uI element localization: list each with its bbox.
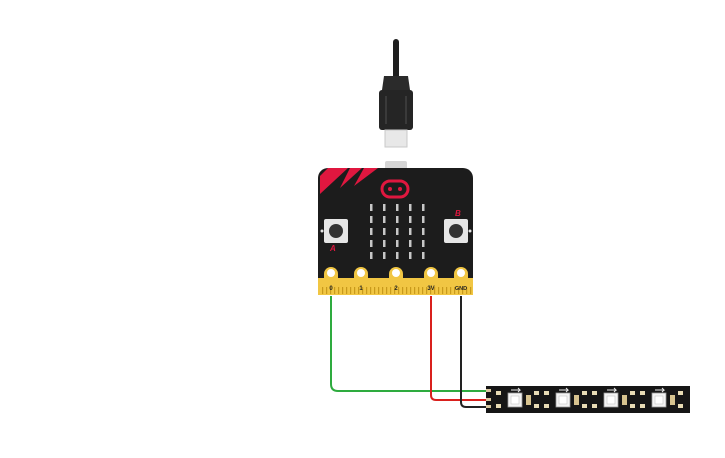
led-pixel xyxy=(383,228,386,235)
led-pixel xyxy=(383,204,386,211)
pin-label-1: 1 xyxy=(359,286,363,292)
button-a-label: A xyxy=(329,244,336,253)
microbit-board[interactable]: A B 0 1 2 3V GND xyxy=(318,161,473,295)
pin-label-gnd: GND xyxy=(455,286,467,292)
led-pixel xyxy=(409,240,412,247)
led-strip[interactable] xyxy=(486,386,690,413)
pin-label-0: 0 xyxy=(329,286,333,292)
led-pixel xyxy=(383,240,386,247)
led-pixel xyxy=(544,387,587,408)
led-pixel xyxy=(640,387,683,408)
led-pixel xyxy=(422,240,425,247)
led-pixel xyxy=(396,216,399,223)
led-pixel xyxy=(409,216,412,223)
led-pixel xyxy=(422,216,425,223)
pin-pads xyxy=(324,267,468,286)
led-pixel xyxy=(496,387,539,408)
led-pixel xyxy=(592,387,635,408)
led-matrix xyxy=(370,204,425,259)
pin-label-2: 2 xyxy=(394,286,398,292)
led-pixel xyxy=(370,204,373,211)
wire-red[interactable] xyxy=(430,296,490,401)
led-pixel xyxy=(422,252,425,259)
wire-black[interactable] xyxy=(460,296,490,408)
corner-accent xyxy=(320,168,348,194)
led-pixel xyxy=(370,216,373,223)
button-b[interactable] xyxy=(444,219,472,243)
wire-green[interactable] xyxy=(330,296,490,392)
wires xyxy=(330,296,490,408)
led-pixel xyxy=(370,240,373,247)
pin-label-3v: 3V xyxy=(427,286,434,292)
led-pixel xyxy=(409,252,412,259)
led-pixel xyxy=(409,228,412,235)
led-pixel xyxy=(396,252,399,259)
usb-cable[interactable] xyxy=(379,39,413,148)
button-a[interactable] xyxy=(320,219,349,243)
led-pixel xyxy=(422,228,425,235)
led-pixel xyxy=(383,216,386,223)
logo-face xyxy=(380,179,410,199)
led-pixel xyxy=(422,204,425,211)
button-b-label: B xyxy=(455,209,461,218)
led-pixel xyxy=(396,240,399,247)
led-pixel xyxy=(383,252,386,259)
led-pixel xyxy=(396,228,399,235)
led-pixel xyxy=(396,204,399,211)
led-pixel xyxy=(370,252,373,259)
led-pixel xyxy=(370,228,373,235)
led-pixel xyxy=(409,204,412,211)
